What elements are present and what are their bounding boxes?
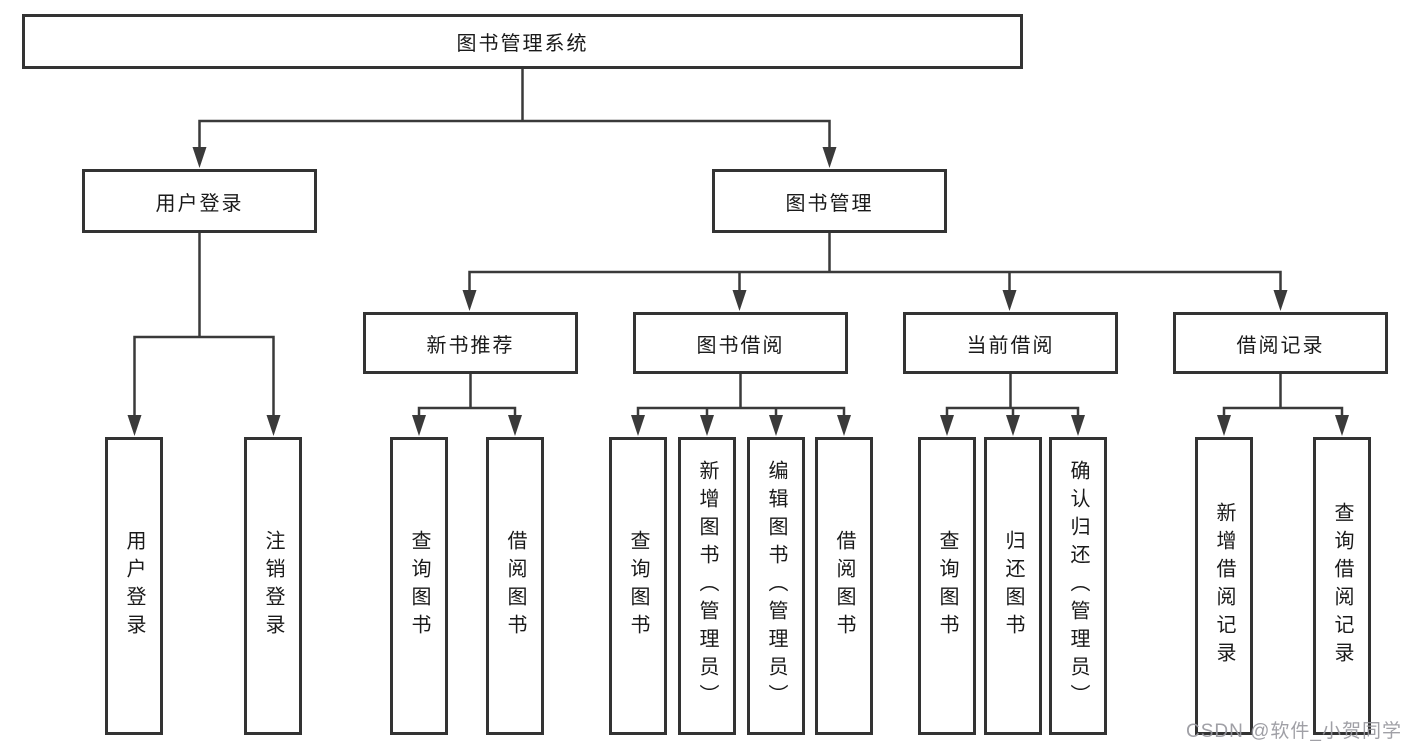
node-query-books-borrow: 查询图书 — [609, 437, 667, 735]
node-add-borrow-record-label: 新增借阅记录 — [1213, 502, 1235, 670]
node-borrowing-records: 借阅记录 — [1173, 312, 1388, 374]
node-user-login: 用户登录 — [82, 169, 317, 233]
node-book-management-label: 图书管理 — [785, 192, 874, 215]
node-book-management: 图书管理 — [712, 169, 947, 233]
node-new-book-recommend: 新书推荐 — [363, 312, 578, 374]
node-return-books-label: 归还图书 — [1002, 530, 1024, 642]
node-borrow-books-recommend: 借阅图书 — [486, 437, 544, 735]
node-return-books: 归还图书 — [984, 437, 1042, 735]
node-query-books-borrow-label: 查询图书 — [627, 530, 649, 642]
node-logout: 注销登录 — [244, 437, 302, 735]
node-borrowing-records-label: 借阅记录 — [1236, 334, 1325, 357]
node-confirm-return-admin: 确认归还（管理员） — [1049, 437, 1107, 735]
node-edit-books-admin: 编辑图书（管理员） — [747, 437, 805, 735]
node-logout-label: 注销登录 — [262, 530, 284, 642]
node-query-books-current-label: 查询图书 — [936, 530, 958, 642]
node-add-borrow-record: 新增借阅记录 — [1195, 437, 1253, 735]
node-borrow-books: 借阅图书 — [815, 437, 873, 735]
csdn-watermark: CSDN @软件_小贺同学 — [1186, 721, 1402, 742]
node-current-borrowing-label: 当前借阅 — [966, 334, 1055, 357]
node-library-system-label: 图书管理系统 — [456, 33, 589, 55]
node-query-books-current: 查询图书 — [918, 437, 976, 735]
node-borrow-books-label: 借阅图书 — [833, 530, 855, 642]
node-query-books-recommend-label: 查询图书 — [408, 530, 430, 642]
node-login: 用户登录 — [105, 437, 163, 735]
node-new-book-recommend-label: 新书推荐 — [426, 334, 515, 357]
node-query-books-recommend: 查询图书 — [390, 437, 448, 735]
node-query-borrow-record: 查询借阅记录 — [1313, 437, 1371, 735]
arrowhead-icons — [127, 147, 1349, 436]
node-add-books-admin: 新增图书（管理员） — [678, 437, 736, 735]
node-edit-books-admin-label: 编辑图书（管理员） — [765, 460, 787, 712]
node-library-system: 图书管理系统 — [22, 14, 1023, 69]
node-query-borrow-record-label: 查询借阅记录 — [1331, 502, 1353, 670]
node-current-borrowing: 当前借阅 — [903, 312, 1118, 374]
node-book-borrowing: 图书借阅 — [633, 312, 848, 374]
node-login-label: 用户登录 — [123, 530, 145, 642]
node-borrow-books-recommend-label: 借阅图书 — [504, 530, 526, 642]
node-confirm-return-admin-label: 确认归还（管理员） — [1067, 460, 1089, 712]
node-book-borrowing-label: 图书借阅 — [696, 334, 785, 357]
node-add-books-admin-label: 新增图书（管理员） — [696, 460, 718, 712]
node-user-login-label: 用户登录 — [155, 192, 244, 215]
